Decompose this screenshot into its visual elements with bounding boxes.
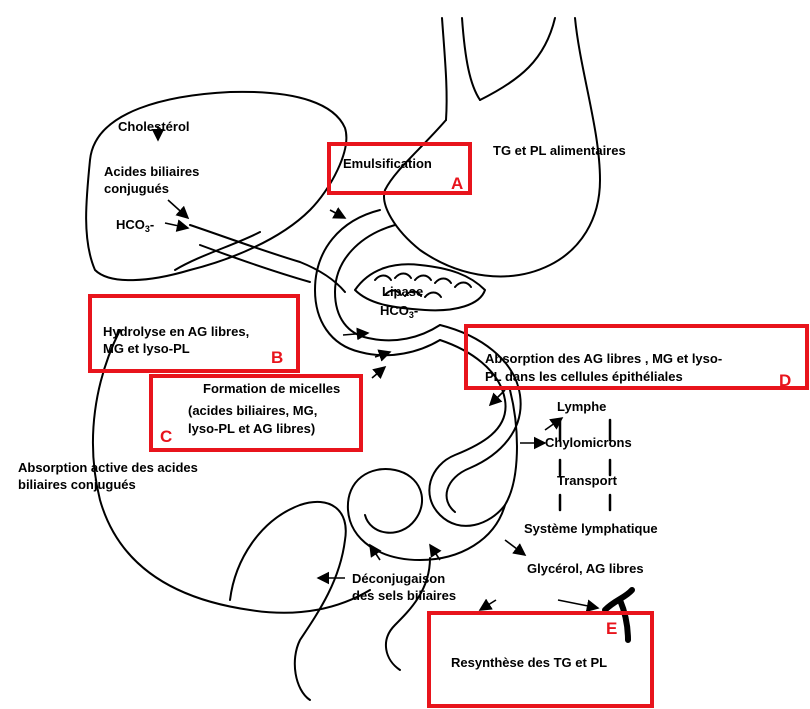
label-absorption-active-1: Absorption active des acides [18,459,198,476]
label-lymphe: Lymphe [557,398,606,415]
label-lipase: Lipase [382,283,423,300]
box-c-text-3: lyso-PL et AG libres) [188,420,315,437]
box-e-letter: E [606,620,617,637]
box-c-text-2: (acides biliaires, MG, [188,402,317,419]
box-a-text: Emulsification [343,155,432,172]
label-deconjugaison-2: des sels biliaires [352,587,456,604]
label-systeme-lymphatique: Système lymphatique [524,520,658,537]
esophagus [442,18,447,120]
label-tg-pl: TG et PL alimentaires [493,142,626,159]
label-hco3-pancreas: HCO3- [380,302,418,319]
box-c-letter: C [160,428,172,445]
box-b-text-2: MG et lyso-PL [103,340,190,357]
label-deconjugaison-1: Déconjugaison [352,570,445,587]
box-d-letter: D [779,372,791,389]
label-acides-biliaires-2: conjugués [104,180,169,197]
label-acides-biliaires-1: Acides biliaires [104,163,199,180]
box-e-text: Resynthèse des TG et PL [451,654,607,671]
box-b-letter: B [271,349,283,366]
box-c-text-1: Formation de micelles [203,380,340,397]
label-glycerol: Glycérol, AG libres [527,560,644,577]
label-absorption-active-2: biliaires conjugués [18,476,136,493]
box-a-letter: A [451,175,463,192]
box-b-text-1: Hydrolyse en AG libres, [103,323,249,340]
colon-outline [230,502,346,700]
label-chylomicrons: Chylomicrons [545,434,632,451]
label-hco3-liver: HCO3- [116,216,154,233]
label-transport: Transport [557,472,617,489]
label-cholesterol: Cholestérol [118,118,190,135]
box-d-text-1: Absorption des AG libres , MG et lyso- [485,350,722,367]
box-d-text-2: PL dans les cellules épithéliales [485,368,683,385]
